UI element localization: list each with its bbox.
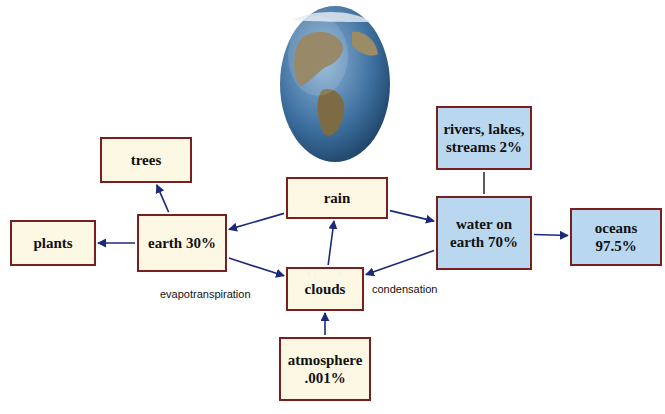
water-box: water on earth 70% <box>436 196 532 270</box>
edge-label: evapotranspiration <box>158 288 253 300</box>
process-box: atmosphere .001% <box>279 337 371 401</box>
flow-arrow <box>390 211 434 222</box>
process-box: clouds <box>286 267 364 311</box>
flow-arrow <box>157 185 169 212</box>
node-label: earth 30% <box>148 234 216 252</box>
node-label: trees <box>131 151 162 169</box>
flow-arrow <box>534 235 568 236</box>
process-box: trees <box>100 137 192 183</box>
edge-label: condensation <box>370 283 439 295</box>
flow-arrow <box>483 172 485 194</box>
water-box: oceans 97.5% <box>570 208 662 266</box>
flow-arrow <box>328 221 334 265</box>
node-label: rain <box>324 189 351 207</box>
flow-arrow <box>229 213 284 229</box>
water-box: rivers, lakes, streams 2% <box>436 106 532 170</box>
node-label: plants <box>33 234 72 252</box>
flow-arrow <box>229 258 284 276</box>
node-label: clouds <box>305 280 346 298</box>
node-label: rivers, lakes, streams 2% <box>443 120 525 156</box>
process-box: rain <box>286 177 388 219</box>
process-box: plants <box>10 220 96 266</box>
flow-arrow <box>98 242 135 244</box>
flow-arrow <box>324 313 326 335</box>
node-label: water on earth 70% <box>443 215 525 251</box>
node-label: oceans 97.5% <box>577 219 655 255</box>
node-label: atmosphere .001% <box>286 351 364 387</box>
process-box: earth 30% <box>137 214 227 272</box>
flow-arrow <box>366 251 434 275</box>
